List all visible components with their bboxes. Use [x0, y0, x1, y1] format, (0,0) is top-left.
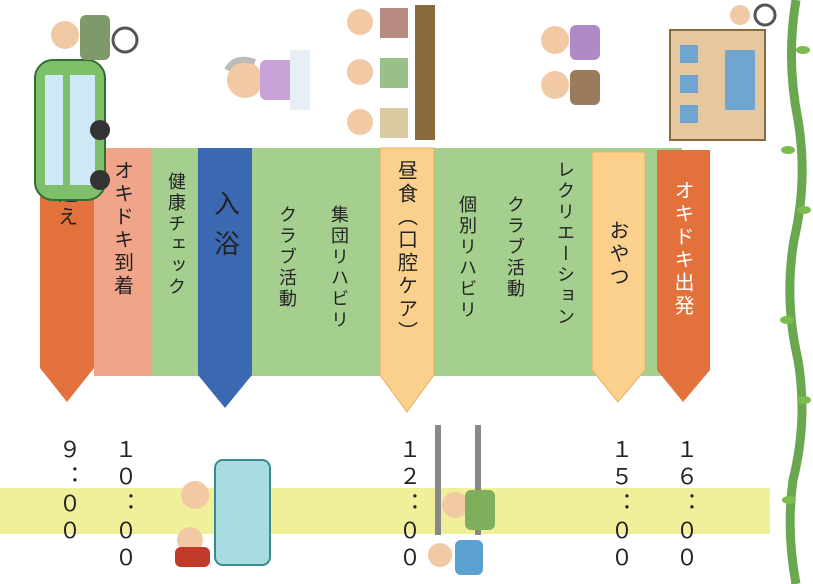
label-group-rehab: 集団リハビリ — [328, 205, 349, 331]
label-bath: 入浴 — [209, 190, 240, 270]
bus-illustration — [34, 15, 139, 201]
label-recreation: レクリエーション — [554, 160, 575, 328]
label-club-2: クラブ活動 — [504, 195, 525, 300]
label-health-check: 健康チェック — [165, 172, 186, 298]
label-club-1: クラブ活動 — [276, 205, 297, 310]
label-club-2-wrap: クラブ活動 — [494, 195, 534, 365]
arrow-lunch — [379, 147, 435, 413]
label-arrival-wrap: オキドキ到着 — [94, 160, 152, 370]
arrow-bath — [198, 148, 252, 408]
label-health-check-wrap: 健康チェック — [152, 172, 198, 372]
label-snack-wrap: おやつ — [592, 220, 645, 360]
time-15: １５：００ — [607, 438, 632, 573]
label-bath-wrap: 入浴 — [198, 190, 252, 370]
label-departure-wrap: オキドキ出発 — [657, 180, 710, 370]
singing-illustration — [541, 25, 600, 105]
arrow-snack — [591, 151, 646, 403]
label-lunch-wrap: 昼食（口腔ケア） — [380, 160, 434, 370]
time-9-wrap: ９：００ — [50, 438, 84, 584]
rehab-illustration — [428, 425, 495, 575]
time-16: １６：００ — [672, 438, 697, 573]
label-snack: おやつ — [606, 220, 630, 289]
time-12-wrap: １２：００ — [390, 438, 424, 584]
label-group-rehab-wrap: 集団リハビリ — [318, 205, 358, 365]
label-indiv-rehab-wrap: 個別リハビリ — [446, 195, 486, 365]
label-recreation-wrap: レクリエーション — [544, 160, 584, 370]
arrow-pickup — [40, 148, 94, 402]
highlight-strip — [0, 488, 770, 534]
time-12: １２：００ — [395, 438, 420, 573]
time-10-wrap: １０：００ — [106, 438, 140, 584]
club-activity-illustration — [347, 5, 435, 140]
label-departure: オキドキ出発 — [671, 180, 695, 318]
arrow-departure — [657, 150, 710, 402]
time-9: ９：００ — [55, 438, 80, 546]
building-illustration — [669, 3, 777, 141]
time-16-wrap: １６：００ — [667, 438, 701, 584]
label-lunch: 昼食（口腔ケア） — [394, 160, 419, 344]
vine-border — [780, 0, 811, 584]
bathing-illustration — [175, 459, 271, 567]
eating-illustration — [224, 50, 310, 110]
label-arrival: オキドキ到着 — [110, 160, 135, 298]
label-club-1-wrap: クラブ活動 — [266, 205, 306, 365]
time-15-wrap: １５：００ — [602, 438, 636, 584]
label-indiv-rehab: 個別リハビリ — [456, 195, 477, 321]
time-10: １０：００ — [111, 438, 136, 573]
